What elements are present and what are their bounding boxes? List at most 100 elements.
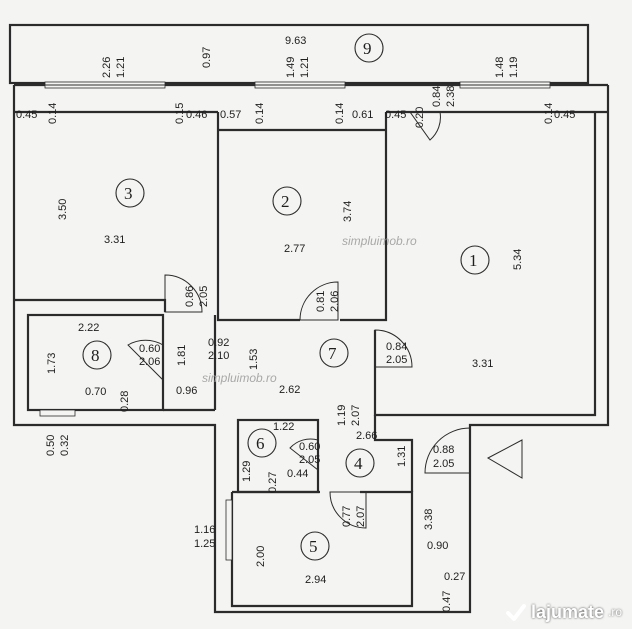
dim-015: 0.15 (174, 103, 186, 124)
dim-hall-096: 0.96 (176, 385, 197, 397)
room-7-number: 7 (328, 344, 337, 363)
room-8-marker (82, 340, 112, 370)
dim-045-c: 0.45 (554, 109, 575, 121)
dim-door5-bottom: 2.07 (355, 506, 367, 527)
dim-entry-door-top: 0.88 (433, 444, 454, 456)
room-9-marker (354, 33, 384, 63)
dim-room8-070: 0.70 (85, 386, 106, 398)
brand-watermark: lajumate.ro (505, 601, 622, 623)
room-5-height: 2.00 (255, 546, 267, 567)
room-3-number: 3 (124, 184, 133, 203)
dim-020: 0.20 (414, 107, 426, 128)
dim-entry-338: 3.38 (423, 509, 435, 530)
room-3-marker (115, 178, 145, 208)
dim-014-c: 0.14 (334, 103, 346, 124)
brand-tld: .ro (607, 605, 622, 619)
dim-corr-door-top: 1.19 (336, 405, 348, 426)
dim-room8-028: 0.28 (119, 391, 131, 412)
room-2-area: 2.77 (284, 243, 305, 255)
room-4-area: 2.66 (356, 430, 377, 442)
room-2-marker (272, 186, 302, 216)
room-9-number: 9 (363, 39, 372, 58)
dim-win-mid-top: 1.49 (285, 57, 297, 78)
room-1-height: 5.34 (512, 249, 524, 270)
dim-win-mid-bottom: 1.21 (299, 57, 311, 78)
room-3-area: 3.31 (104, 234, 125, 246)
dim-corr-door-bottom: 2.07 (350, 405, 362, 426)
watermarks: simpluimob.ro simpluimob.ro (202, 234, 417, 385)
brand-name: lajumate (530, 601, 604, 622)
dim-057: 0.57 (220, 109, 241, 121)
dim-door6-top: 0.60 (299, 441, 320, 453)
dim-room8-win-bottom: 0.32 (59, 435, 71, 456)
dim-win-left-bottom: 1.21 (115, 57, 127, 78)
dim-046: 0.46 (186, 109, 207, 121)
dim-045-b: 0.45 (385, 109, 406, 121)
watermark-site-2: simpluimob.ro (202, 371, 277, 385)
dim-r6-044: 0.44 (287, 468, 308, 480)
room-2-number: 2 (281, 192, 290, 211)
room-9-height: 0.97 (201, 47, 213, 68)
room-6-height: 1.29 (241, 461, 253, 482)
room-number-markers: 1 2 3 4 5 6 7 8 9 (82, 33, 490, 561)
room-6-marker (247, 428, 277, 458)
dim-door6-bottom: 2.05 (299, 454, 320, 466)
dim-door8-bottom: 2.06 (139, 356, 160, 368)
room-1-marker (460, 245, 490, 275)
dim-entry-027: 0.27 (444, 571, 465, 583)
dim-r6-027: 0.27 (267, 472, 279, 493)
room-3-height: 3.50 (57, 199, 69, 220)
dim-win-right-bottom: 1.19 (508, 57, 520, 78)
dim-045-a: 0.45 (16, 109, 37, 121)
dim-door2-bottom: 2.06 (329, 291, 341, 312)
dim-014-a: 0.14 (47, 103, 59, 124)
room-5-number: 5 (309, 537, 318, 556)
dim-hall-181: 1.81 (176, 345, 188, 366)
room-4-height: 1.31 (396, 446, 408, 467)
dim-win-right-top: 1.48 (494, 57, 506, 78)
door-swings (127, 111, 523, 529)
windows (39, 81, 551, 561)
dimension-labels: 2.26 1.21 1.49 1.21 1.48 1.19 0.84 2.38 … (16, 57, 575, 612)
room-5-marker (300, 531, 330, 561)
room-5-area: 2.94 (305, 574, 326, 586)
dim-014-b: 0.14 (254, 103, 266, 124)
room-1-area: 3.31 (472, 358, 493, 370)
room-4-number: 4 (354, 454, 363, 473)
dim-door1-top: 0.84 (386, 341, 407, 353)
dim-hall-door-top: 0.92 (208, 337, 229, 349)
room-9-area: 9.63 (285, 35, 306, 47)
dim-door5-top: 0.77 (341, 506, 353, 527)
room-7-area: 2.62 (279, 384, 300, 396)
dim-door3-top: 0.86 (184, 286, 196, 307)
dim-061: 0.61 (352, 109, 373, 121)
dim-win-left-top: 2.26 (101, 57, 113, 78)
room-4-marker (345, 448, 375, 478)
dim-door2-top: 0.81 (315, 291, 327, 312)
room-measurements: 3.31 5.34 2.77 3.74 3.31 3.50 2.66 1.31 … (46, 35, 524, 586)
room-6-number: 6 (256, 434, 265, 453)
room-1-number: 1 (469, 251, 478, 270)
dim-door8-top: 0.60 (139, 343, 160, 355)
room-2-height: 3.74 (342, 201, 354, 222)
dim-entry-090: 0.90 (427, 540, 448, 552)
dim-door3-bottom: 2.05 (198, 286, 210, 307)
room-8-number: 8 (91, 346, 100, 365)
room-8-area: 2.22 (78, 322, 99, 334)
dim-r5-win-top: 1.16 (194, 524, 215, 536)
dim-balcony-door-bottom: 2.38 (445, 86, 457, 107)
brand-check-icon (505, 604, 526, 621)
dim-entry-047: 0.47 (441, 591, 453, 612)
dim-014-d: 0.14 (543, 103, 555, 124)
dim-room8-win-top: 0.50 (45, 435, 57, 456)
room-6-area: 1.22 (273, 421, 294, 433)
room-8-height: 1.73 (46, 353, 58, 374)
dim-entry-door-bottom: 2.05 (433, 458, 454, 470)
dim-door1-bottom: 2.05 (386, 354, 407, 366)
watermark-site-1: simpluimob.ro (342, 234, 417, 248)
dim-balcony-door-top: 0.84 (431, 86, 443, 107)
room-7-marker (319, 338, 349, 368)
dim-r5-win-bottom: 1.25 (194, 538, 215, 550)
dim-hall-door-bottom: 2.10 (208, 350, 229, 362)
